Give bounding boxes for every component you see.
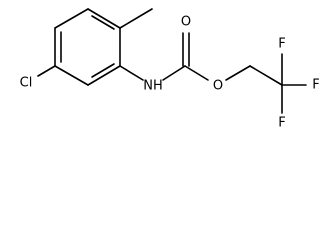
bond-ring-to-nh [119, 65, 144, 81]
benzene-ring [54, 8, 121, 86]
bond-ch2-to-cf3 [249, 65, 283, 86]
bond-chloro [37, 65, 56, 77]
ester-oxygen-label: O [213, 79, 223, 94]
bond-carbonyl-to-ester-oxygen [184, 65, 209, 81]
bond-methyl [119, 8, 153, 29]
bond-ring-4 [54, 65, 89, 86]
fluorine-right-label: F [312, 78, 319, 93]
fluorine-top-label: F [278, 37, 285, 52]
bond-ring-3 [87, 65, 121, 86]
molecule-structure: Cl NH O O F F F [20, 8, 320, 131]
bond-ring-inner-1 [91, 15, 115, 30]
bond-ester-oxygen-to-ch2 [225, 65, 251, 81]
carbonyl-oxygen-label: O [181, 15, 191, 30]
chlorine-label: Cl [20, 76, 33, 91]
bond-ring-1 [87, 8, 121, 29]
bond-ring-6 [54, 8, 89, 29]
bond-ring-inner-2 [91, 63, 115, 78]
bond-nh-to-carbonyl [162, 65, 186, 81]
fluorine-bottom-label: F [278, 116, 285, 131]
amine-label: NH [143, 79, 163, 94]
